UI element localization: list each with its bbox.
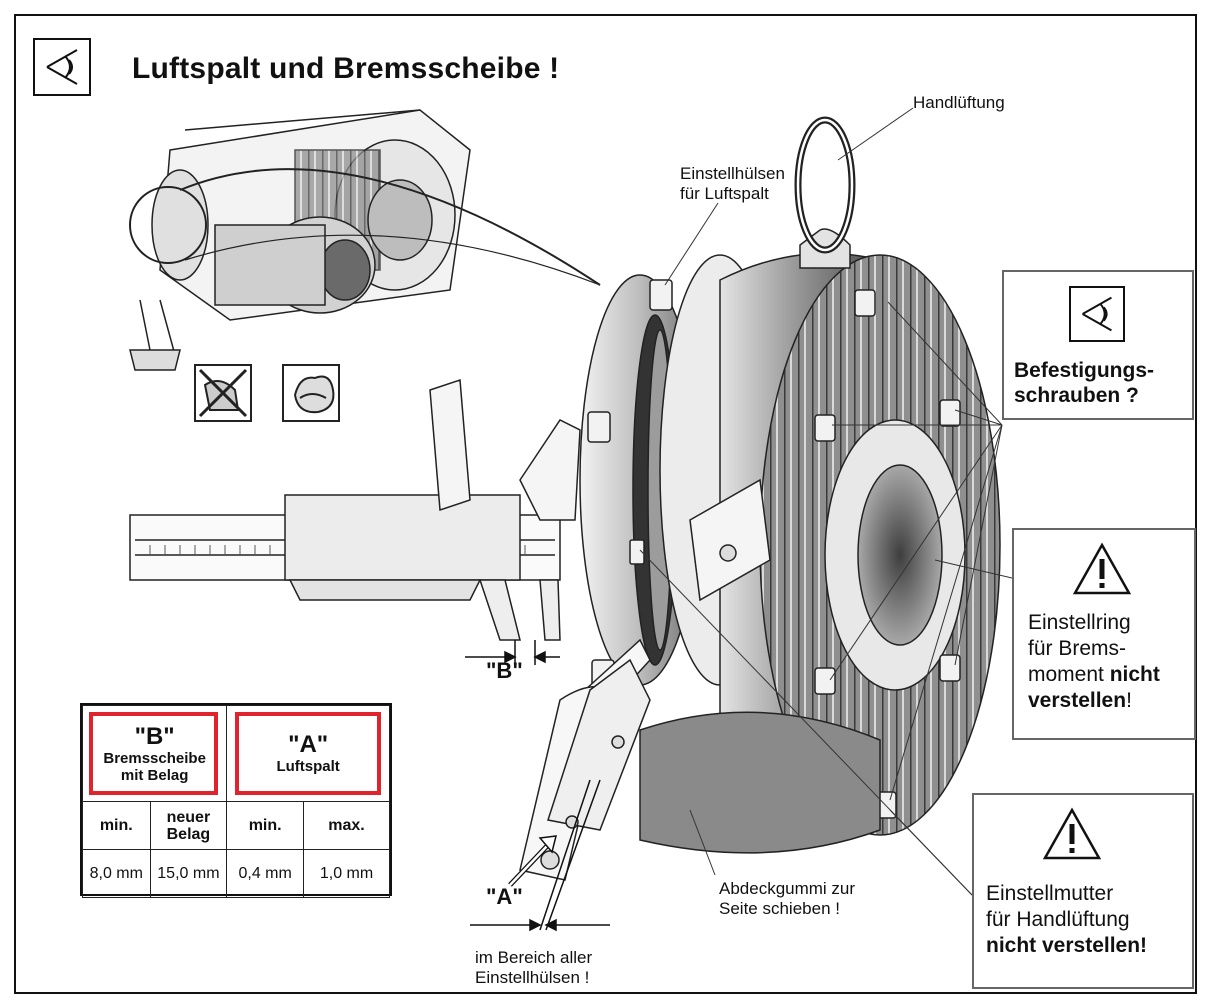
cleaning-cloth-icon	[282, 364, 340, 422]
einstellring-moment: moment	[1028, 663, 1104, 686]
table-header-b-title: "B"	[134, 722, 175, 750]
table-col-b-neu: neuer Belag	[149, 801, 228, 850]
einstellmutter-text-line3: nicht verstellen!	[986, 934, 1148, 957]
bereich-label-line2: Einstellhülsen !	[475, 968, 590, 987]
caliper-gauge-drawing	[129, 378, 581, 641]
dimension-a-arrows	[470, 779, 610, 932]
einstellmutter-text-line2: für Handlüftung	[986, 908, 1130, 931]
einstellmutter-text-line1: Einstellmutter	[986, 882, 1114, 905]
eye-inspection-icon	[33, 38, 91, 96]
highlight-box-b	[89, 712, 219, 795]
warning-triangle-icon	[1042, 807, 1102, 860]
table-col-a-max: max.	[303, 801, 390, 850]
einstellring-excl: !	[1126, 689, 1132, 712]
abdeckgummi-label-line1: Abdeckgummi zur	[719, 879, 856, 898]
table-cell: 8,0 mm	[82, 849, 151, 898]
dimension-b-label: "B"	[486, 658, 523, 683]
table-header-a-title: "A"	[288, 731, 329, 758]
einstellring-verstellen: verstellen	[1028, 689, 1127, 712]
einstellring-text-line3: moment nicht	[1028, 662, 1160, 688]
abdeckgummi-label-line2: Seite schieben !	[719, 899, 840, 918]
table-cell: 15,0 mm	[149, 849, 228, 898]
einstellmutter-panel: Einstellmutter für Handlüftung nicht ver…	[972, 793, 1194, 989]
no-oil-icon	[194, 364, 252, 422]
befestigungsschrauben-panel: Befestigungs- schrauben ?	[1002, 270, 1194, 420]
table-header-b-sub1: Bremsscheibe	[103, 749, 206, 767]
einstellring-nicht: nicht	[1109, 663, 1160, 686]
table-header-a: "A" Luftspalt	[226, 705, 390, 802]
table-header-b: "B" Bremsscheibe mit Belag	[81, 705, 228, 802]
table-cell: 1,0 mm	[303, 849, 390, 898]
highlight-box-a	[235, 712, 381, 795]
warning-triangle-icon	[1072, 542, 1132, 595]
leader-lines	[639, 107, 1013, 896]
einstellring-text-line1: Einstellring	[1028, 611, 1131, 634]
dimension-b-arrows	[465, 640, 560, 665]
eye-inspection-icon	[1069, 286, 1125, 342]
table-header-a-sub: Luftspalt	[276, 758, 340, 775]
spec-table: "B" Bremsscheibe mit Belag "A" Luftspalt…	[80, 703, 392, 898]
befestigungsschrauben-text-line1: Befestigungs-	[1014, 359, 1155, 382]
einstellhuelsen-label-line2: für Luftspalt	[680, 184, 769, 203]
einstellhuelsen-label-line1: Einstellhülsen	[680, 164, 785, 183]
winch-overview-drawing	[129, 109, 601, 371]
handlueftung-label: Handlüftung	[913, 93, 1005, 112]
befestigungsschrauben-text-line2: schrauben ?	[1014, 384, 1139, 407]
table-col-a-min: min.	[226, 801, 305, 850]
table-cell: 0,4 mm	[226, 849, 305, 898]
table-col-b-min: min.	[82, 801, 151, 850]
bereich-label-line1: im Bereich aller	[475, 948, 593, 967]
brake-assembly	[519, 116, 1001, 881]
dimension-a-label: "A"	[486, 884, 523, 909]
einstellring-panel: Einstellring für Brems- moment nicht ver…	[1012, 528, 1196, 740]
einstellring-text-line2: für Brems-	[1028, 637, 1127, 660]
einstellring-text-line4: verstellen!	[1028, 688, 1132, 714]
page-title: Luftspalt und Bremsscheibe !	[132, 52, 560, 85]
table-header-b-sub2: mit Belag	[120, 766, 189, 784]
